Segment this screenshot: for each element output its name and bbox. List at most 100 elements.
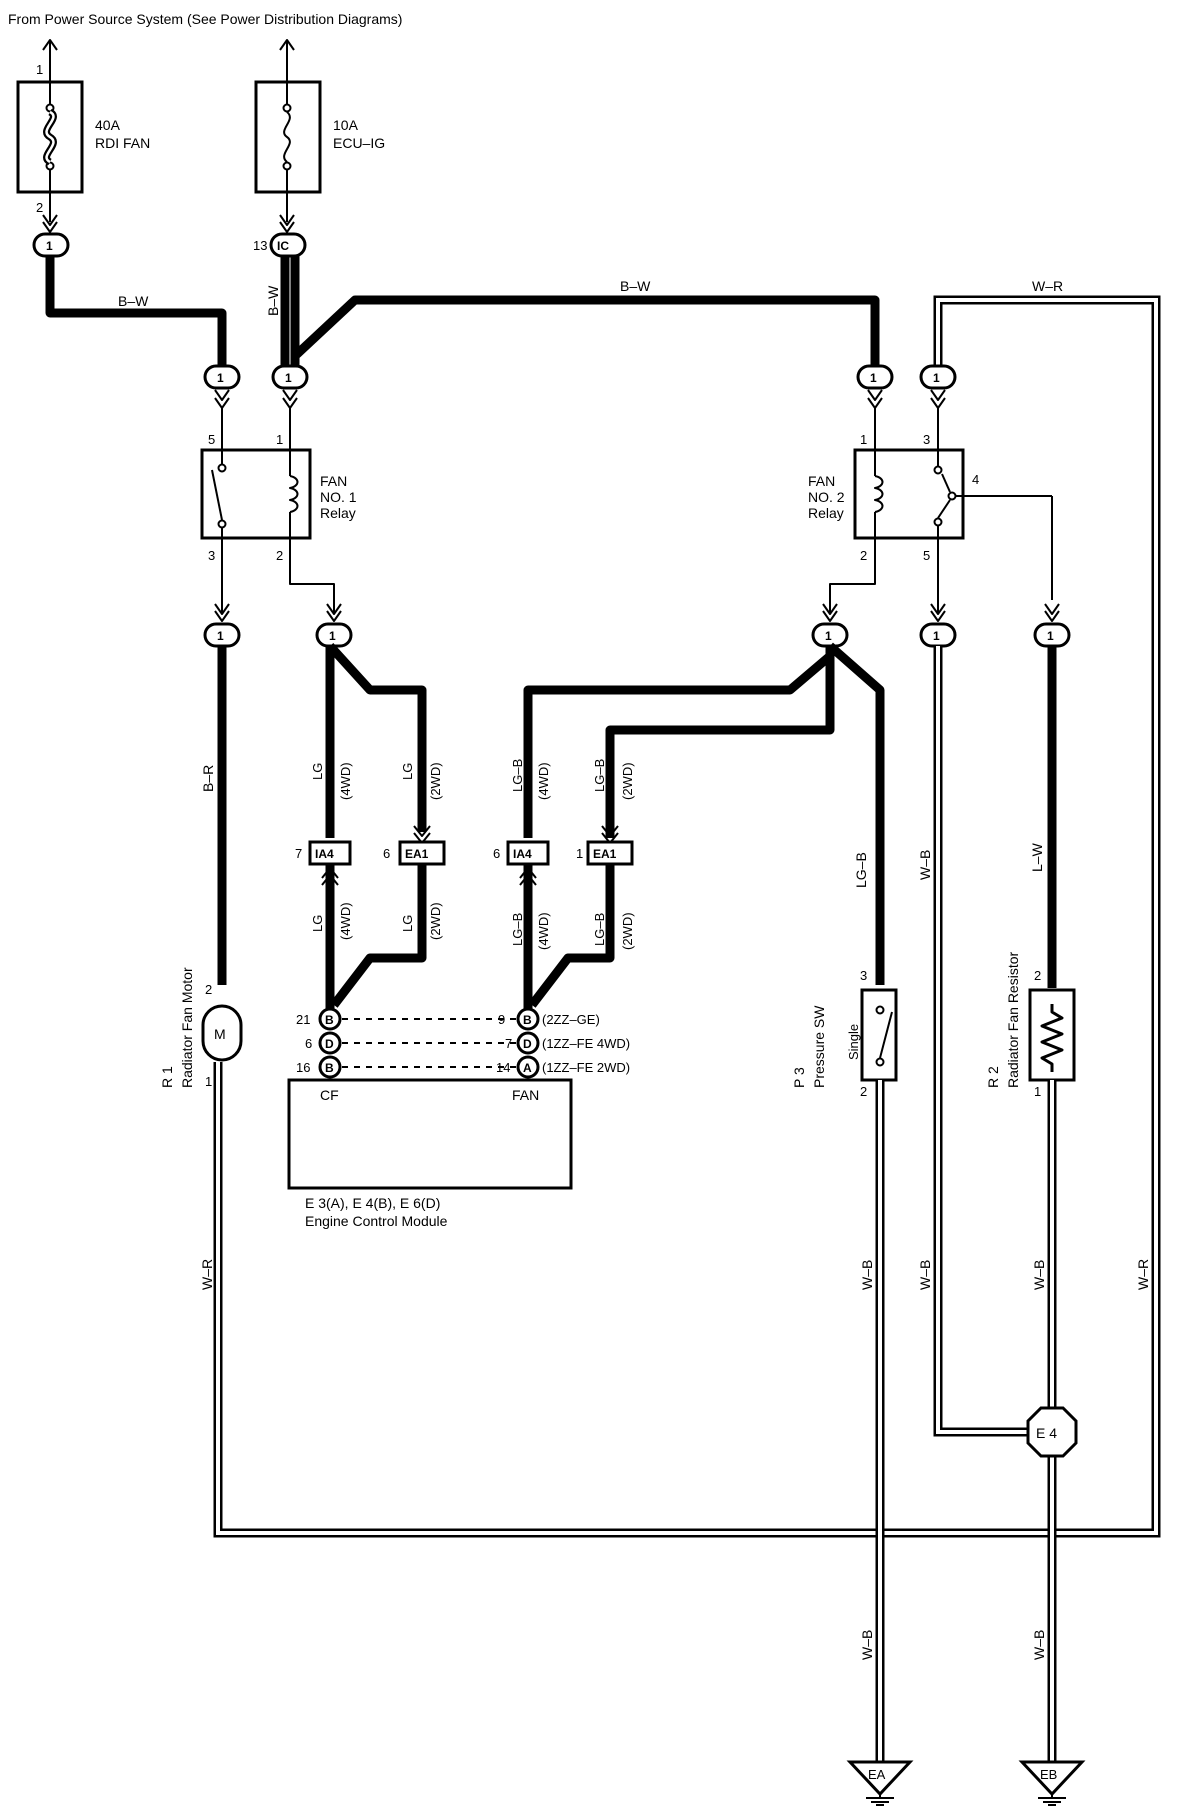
wire-bw-top: B–W [118,293,149,309]
svg-text:Radiator Fan Motor: Radiator Fan Motor [179,967,195,1088]
svg-text:LG–B: LG–B [510,913,525,946]
fuse10-name: ECU–IG [333,135,385,151]
svg-text:LG: LG [310,763,325,780]
source-header: From Power Source System (See Power Dist… [8,11,402,27]
svg-text:2: 2 [276,548,283,563]
fuse-10a: 10A ECU–IG [254,39,385,233]
svg-text:6: 6 [383,846,390,861]
svg-text:1: 1 [1034,1084,1041,1099]
svg-text:FAN: FAN [808,473,835,489]
svg-text:LG–B: LG–B [592,913,607,946]
svg-text:R 2: R 2 [985,1066,1001,1088]
svg-text:Single: Single [846,1024,861,1060]
wire-wb-eb: W–B [1031,1630,1047,1660]
svg-text:FAN: FAN [512,1087,539,1103]
svg-text:6: 6 [305,1036,312,1051]
ground-eb: EB [1018,1760,1086,1806]
svg-text:(4WD): (4WD) [536,762,551,800]
svg-text:(2WD): (2WD) [428,902,443,940]
motor-symbol: M [214,1026,226,1042]
wire-wb-res: W–B [1031,1260,1047,1290]
wire-wr-motor: W–R [199,1259,215,1290]
svg-text:1: 1 [217,371,224,385]
svg-text:P 3: P 3 [791,1067,807,1088]
ground-junction-e4: E 4 [1026,1406,1078,1458]
svg-text:B: B [325,1013,334,1027]
svg-text:B: B [523,1013,532,1027]
svg-text:(2WD): (2WD) [620,912,635,950]
radiator-fan-motor: 2 M 1 R 1 Radiator Fan Motor [159,967,243,1089]
svg-text:1: 1 [205,1074,212,1089]
svg-text:3: 3 [923,432,930,447]
wire-lgb-sw: LG–B [853,852,869,888]
svg-text:D: D [523,1037,532,1051]
svg-text:IA4: IA4 [513,847,532,861]
svg-text:LG: LG [400,915,415,932]
svg-text:1: 1 [285,371,292,385]
svg-text:LG: LG [400,763,415,780]
connector-row: IA4 7 EA1 6 IA4 6 EA1 1 [295,840,634,866]
svg-text:(4WD): (4WD) [338,762,353,800]
junction-lower-row: 1 1 1 1 1 [203,622,1071,648]
svg-text:1: 1 [1047,629,1054,643]
wire-bw-main: B–W [620,278,651,294]
svg-text:1: 1 [46,239,53,253]
junction-r1-1: 1 [271,364,309,390]
svg-text:14: 14 [496,1060,510,1075]
svg-text:(4WD): (4WD) [536,912,551,950]
svg-text:5: 5 [923,548,930,563]
wire-br: B–R [200,765,216,792]
ecm-pin-row-2: 16 B 14 A (1ZZ–FE 2WD) [296,1055,630,1079]
svg-text:16: 16 [296,1060,310,1075]
svg-text:(1ZZ–FE 4WD): (1ZZ–FE 4WD) [542,1036,630,1051]
svg-text:E 3(A), E 4(B), E 6(D): E 3(A), E 4(B), E 6(D) [305,1195,440,1211]
svg-text:9: 9 [498,1012,505,1027]
svg-text:6: 6 [493,846,500,861]
fuse40-pin-bottom: 2 [36,200,43,215]
svg-text:1: 1 [933,371,940,385]
fan-no1-relay: 5 1 FAN NO. 1 Relay 3 2 [200,432,357,563]
svg-text:2: 2 [860,1084,867,1099]
svg-text:CF: CF [320,1087,339,1103]
ic-pin: 13 [253,238,267,253]
svg-text:1: 1 [217,629,224,643]
svg-text:Relay: Relay [808,505,844,521]
pressure-switch: 3 Single 2 P 3 Pressure SW [791,968,898,1099]
svg-text:LG–B: LG–B [510,759,525,792]
svg-text:1: 1 [825,629,832,643]
svg-text:EA1: EA1 [405,847,429,861]
svg-text:5: 5 [208,432,215,447]
svg-text:4: 4 [972,472,979,487]
svg-text:3: 3 [208,548,215,563]
svg-text:3: 3 [860,968,867,983]
svg-text:7: 7 [295,846,302,861]
svg-text:1: 1 [576,846,583,861]
svg-text:7: 7 [505,1036,512,1051]
svg-text:FAN: FAN [320,473,347,489]
svg-text:2: 2 [205,982,212,997]
svg-text:1: 1 [933,629,940,643]
fuse40-rating: 40A [95,117,121,133]
svg-text:1: 1 [276,432,283,447]
ecm-pin-row-1: 6 D 7 D (1ZZ–FE 4WD) [305,1031,630,1055]
relay-output-wires [214,538,1060,622]
svg-text:21: 21 [296,1012,310,1027]
svg-text:(2WD): (2WD) [620,762,635,800]
junction-r2-3: 1 [919,364,957,390]
fuse-40a: 1 40A RDI FAN 2 [16,39,150,233]
svg-text:IC: IC [277,239,289,253]
junction-r2-1: 1 [856,364,894,390]
wire-wr-top: W–R [1032,278,1063,294]
svg-text:EA: EA [868,1767,886,1782]
wire-bw-vert: B–W [265,285,281,316]
wire-wb-ea: W–B [859,1630,875,1660]
ground-ea: EA [846,1760,914,1806]
svg-text:EA1: EA1 [593,847,617,861]
wire-lw: L–W [1029,842,1045,872]
svg-text:NO. 1: NO. 1 [320,489,357,505]
svg-text:(2WD): (2WD) [428,762,443,800]
svg-text:(4WD): (4WD) [338,902,353,940]
svg-text:1: 1 [329,629,336,643]
svg-text:(1ZZ–FE 2WD): (1ZZ–FE 2WD) [542,1060,630,1075]
